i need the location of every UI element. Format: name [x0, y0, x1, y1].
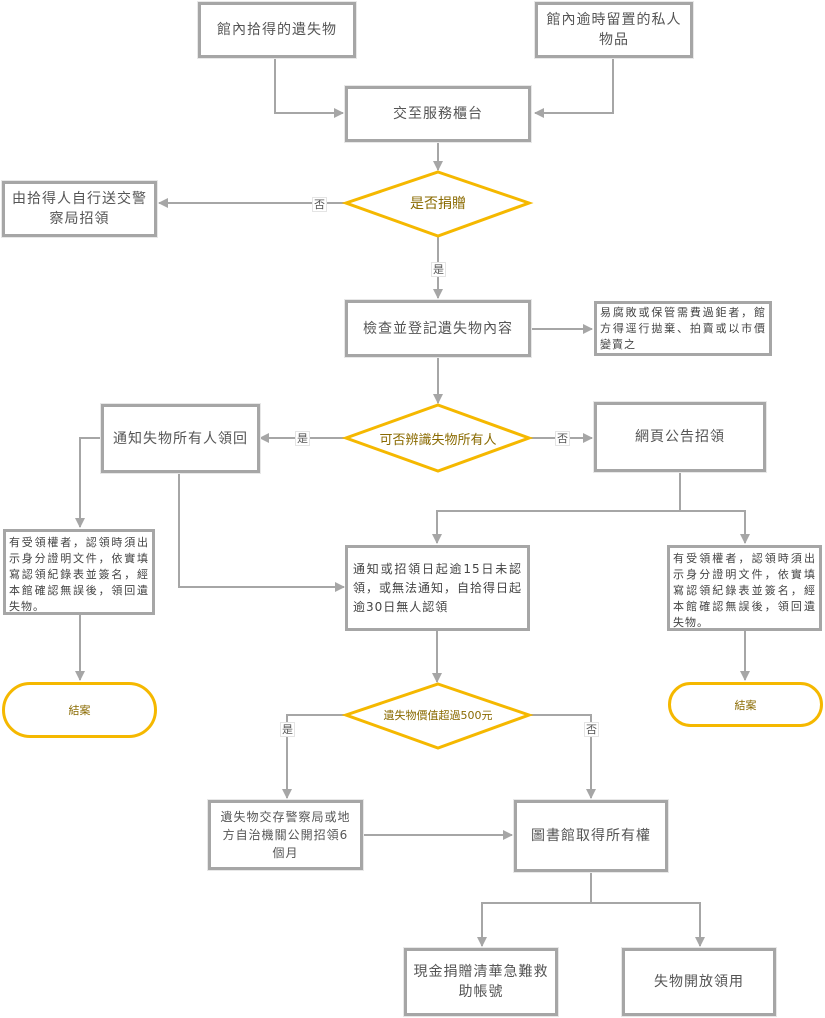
node-inspect-register[interactable]: 檢查並登記遺失物內容: [345, 300, 531, 357]
decision-identify[interactable]: 可否辨識失物所有人: [379, 432, 497, 448]
node-cash-donate[interactable]: 現金捐贈清華急難救助帳號: [404, 948, 558, 1016]
decision-donate-shape: [341, 170, 534, 238]
node-unclaimed[interactable]: 通知或招領日起逾15日未認領，或無法通知，自拾得日起逾30日無人認領: [345, 545, 530, 631]
node-service-desk[interactable]: 交至服務櫃台: [345, 86, 531, 142]
node-notify-owner[interactable]: 通知失物所有人領回: [101, 404, 260, 473]
node-library-owns[interactable]: 圖書館取得所有權: [514, 800, 668, 872]
node-end-right[interactable]: 結案: [668, 682, 823, 727]
decision-identify-shape: [341, 403, 534, 473]
node-claim-right[interactable]: 有受領權者，認領時須出示身分證明文件，依實填寫認領紀錄表並簽名，經本館確認無誤後…: [667, 545, 822, 631]
edge-library-split-left: [477, 871, 592, 947]
label-identify-yes: 是: [295, 431, 310, 446]
edge-web-to-claim-right: [680, 510, 750, 544]
label-donate-no: 否: [312, 197, 327, 212]
node-claim-left[interactable]: 有受領權者，認領時須出示身分證明文件，依實填寫認領紀錄表並簽名，經本館確認無誤後…: [3, 529, 155, 615]
label-identify-no: 否: [555, 431, 570, 446]
node-perishable-note[interactable]: 易腐敗或保管需費過鉅者，館方得逕行拋棄、拍賣或以市價變賣之: [594, 301, 772, 356]
edge-notify-to-unclaimed: [178, 472, 345, 592]
node-open-use[interactable]: 失物開放領用: [622, 948, 776, 1016]
edge-notify-to-claim: [75, 437, 102, 528]
label-value-yes: 是: [280, 722, 295, 737]
node-police-self[interactable]: 由拾得人自行送交警察局招領: [2, 181, 157, 237]
node-overdue-items[interactable]: 館內逾時留置的私人物品: [535, 2, 693, 58]
node-end-left[interactable]: 結案: [2, 682, 157, 738]
label-donate-yes: 是: [431, 262, 446, 277]
edge-overdue-to-desk: [534, 57, 614, 118]
node-police-store[interactable]: 遺失物交存警察局或地方自治機關公開招領6個月: [208, 800, 363, 870]
edge-value-yes: [282, 714, 345, 799]
decision-donate[interactable]: 是否捐贈: [410, 196, 466, 212]
decision-value[interactable]: 遺失物價值超過500元: [383, 709, 493, 722]
edge-web-split: [432, 472, 681, 544]
edge-found-to-desk: [274, 57, 344, 118]
node-web-notice[interactable]: 網頁公告招領: [594, 402, 766, 472]
label-value-no: 否: [584, 722, 599, 737]
edge-library-split-right: [591, 902, 705, 947]
node-found-items[interactable]: 館內拾得的遺失物: [198, 2, 356, 58]
decision-value-shape: [341, 682, 534, 750]
edge-value-no: [531, 714, 596, 799]
